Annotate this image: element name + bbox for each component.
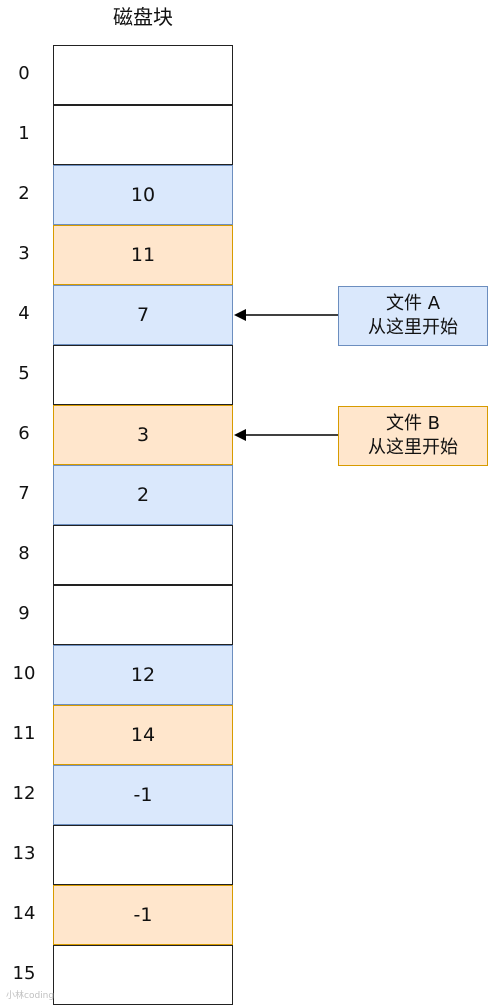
disk-block-cell [53, 45, 233, 105]
block-index-label: 7 [18, 483, 30, 504]
block-index-label: 12 [12, 783, 36, 804]
file-a-arrowhead [234, 309, 246, 321]
block-index-label: 6 [18, 423, 30, 444]
next-block-value: 7 [136, 304, 150, 326]
block-index-label: 9 [18, 603, 30, 624]
block-index-label: 11 [12, 723, 36, 744]
block-index-label: 3 [18, 243, 30, 264]
next-block-value: 14 [130, 724, 156, 746]
file-b-arrowhead [234, 429, 246, 441]
block-index-label: 10 [12, 663, 36, 684]
file-b-callout: 文件 B 从这里开始 [338, 406, 488, 466]
disk-block-cell: 3 [53, 405, 233, 465]
file-a-callout-title: 文件 A [385, 293, 441, 314]
disk-block-cell: 7 [53, 285, 233, 345]
file-b-callout-subtitle: 从这里开始 [368, 437, 458, 458]
diagram-title: 磁盘块 [113, 5, 173, 29]
block-index-label: 8 [18, 543, 30, 564]
next-block-value: -1 [133, 904, 153, 926]
file-a-callout-subtitle: 从这里开始 [368, 317, 458, 338]
disk-block-cell: -1 [53, 885, 233, 945]
next-block-value: 3 [136, 424, 150, 446]
next-block-value: 10 [130, 184, 156, 206]
next-block-value: -1 [133, 784, 153, 806]
block-index-label: 2 [18, 183, 30, 204]
disk-block-cell [53, 825, 233, 885]
block-index-label: 5 [18, 363, 30, 384]
file-a-callout: 文件 A 从这里开始 [338, 286, 488, 346]
disk-block-cell: 11 [53, 225, 233, 285]
file-b-callout-title: 文件 B [385, 413, 441, 434]
block-index-label: 4 [18, 303, 30, 324]
disk-block-cell [53, 105, 233, 165]
disk-block-cell: 2 [53, 465, 233, 525]
disk-block-cell [53, 345, 233, 405]
disk-block-cell: -1 [53, 765, 233, 825]
next-block-value: 2 [136, 484, 150, 506]
disk-block-cell: 14 [53, 705, 233, 765]
next-block-value: 12 [130, 664, 156, 686]
disk-block-cell: 12 [53, 645, 233, 705]
block-index-label: 13 [12, 843, 36, 864]
disk-block-cell: 10 [53, 165, 233, 225]
disk-block-cell [53, 525, 233, 585]
watermark: 小林coding [6, 991, 55, 1001]
block-index-label: 14 [12, 903, 36, 924]
block-index-label: 1 [18, 123, 30, 144]
block-index-label: 0 [18, 63, 30, 84]
disk-block-cell [53, 945, 233, 1005]
next-block-value: 11 [130, 244, 156, 266]
block-index-label: 15 [12, 963, 36, 984]
disk-block-cell [53, 585, 233, 645]
